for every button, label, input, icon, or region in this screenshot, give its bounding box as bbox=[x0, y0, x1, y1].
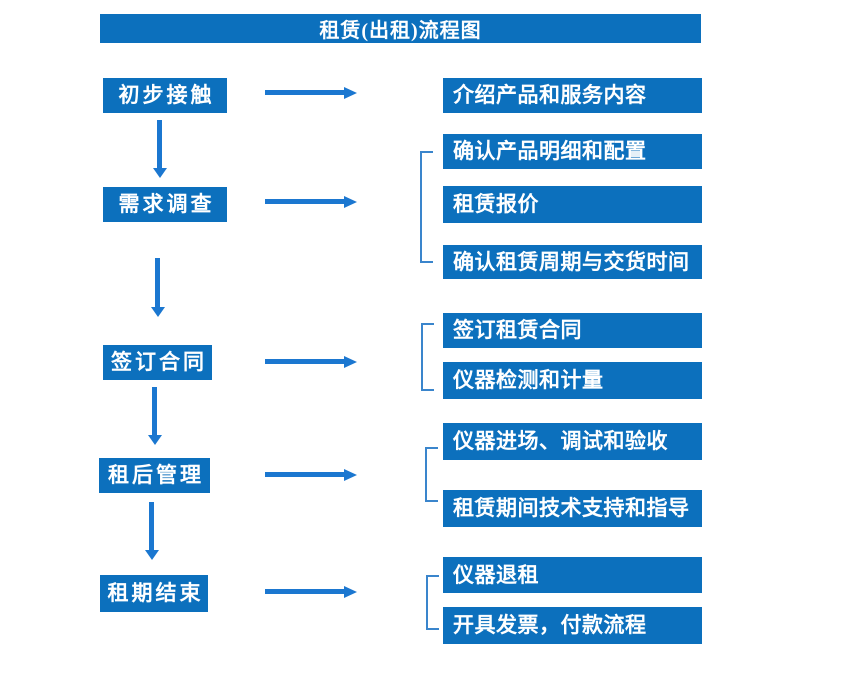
group-bracket bbox=[425, 447, 438, 502]
down-arrow-icon bbox=[153, 120, 167, 178]
arrow-head bbox=[148, 435, 162, 445]
right-arrow-icon bbox=[265, 356, 357, 368]
detail-box-invoice-payment: 开具发票，付款流程 bbox=[443, 607, 702, 644]
flowchart-title-bar: 租赁(出租)流程图 bbox=[100, 14, 701, 43]
arrow-shaft bbox=[265, 359, 344, 364]
arrow-shaft bbox=[152, 387, 157, 435]
stage-box-post-rental-management: 租后管理 bbox=[99, 458, 210, 493]
detail-box-confirm-product-details: 确认产品明细和配置 bbox=[443, 134, 702, 169]
detail-box-tech-support: 租赁期间技术支持和指导 bbox=[443, 490, 702, 527]
detail-box-instrument-setup-acceptance: 仪器进场、调试和验收 bbox=[443, 423, 702, 460]
group-bracket bbox=[426, 575, 439, 630]
arrow-head bbox=[344, 469, 357, 481]
arrow-head bbox=[344, 196, 357, 208]
arrow-head bbox=[153, 168, 167, 178]
detail-box-confirm-rental-period: 确认租赁周期与交货时间 bbox=[443, 245, 702, 279]
arrow-shaft bbox=[265, 90, 344, 95]
down-arrow-icon bbox=[145, 502, 159, 560]
stage-box-demand-survey: 需求调查 bbox=[103, 187, 227, 222]
down-arrow-icon bbox=[151, 258, 165, 317]
arrow-shaft bbox=[149, 502, 154, 550]
arrow-head bbox=[151, 307, 165, 317]
arrow-head bbox=[344, 586, 357, 598]
arrow-head bbox=[344, 356, 357, 368]
right-arrow-icon bbox=[265, 586, 357, 598]
stage-box-sign-contract: 签订合同 bbox=[103, 345, 212, 380]
group-bracket bbox=[420, 151, 433, 263]
arrow-shaft bbox=[265, 199, 344, 204]
arrow-shaft bbox=[265, 472, 344, 477]
right-arrow-icon bbox=[265, 469, 357, 481]
arrow-shaft bbox=[157, 120, 162, 168]
stage-box-initial-contact: 初步接触 bbox=[103, 78, 227, 113]
down-arrow-icon bbox=[148, 387, 162, 445]
detail-box-instrument-return: 仪器退租 bbox=[443, 557, 702, 593]
detail-box-introduce-products: 介绍产品和服务内容 bbox=[443, 78, 702, 113]
arrow-shaft bbox=[155, 258, 160, 307]
page-title: 租赁(出租)流程图 bbox=[319, 20, 482, 42]
arrow-shaft bbox=[265, 589, 344, 594]
stage-box-rental-end: 租期结束 bbox=[100, 575, 208, 612]
right-arrow-icon bbox=[265, 87, 357, 99]
detail-box-sign-rental-contract: 签订租赁合同 bbox=[443, 313, 702, 348]
detail-box-instrument-testing: 仪器检测和计量 bbox=[443, 362, 702, 399]
right-arrow-icon bbox=[265, 196, 357, 208]
arrow-head bbox=[344, 87, 357, 99]
detail-box-rental-quote: 租赁报价 bbox=[443, 186, 702, 223]
group-bracket bbox=[421, 323, 434, 391]
arrow-head bbox=[145, 550, 159, 560]
